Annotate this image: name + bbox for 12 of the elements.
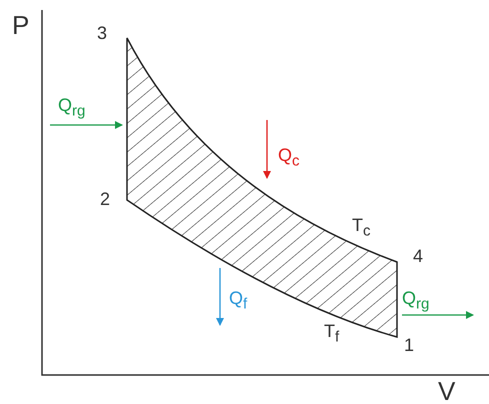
temperature-label: T$_{f}$ [324, 322, 340, 345]
point-number: 4 [413, 247, 424, 265]
axis-label: P [12, 12, 30, 38]
point-number: 2 [100, 190, 110, 208]
heat-label: Q$_{rg}$ [402, 289, 430, 312]
heat-label: Q$_{rg}$ [58, 96, 86, 119]
axis-label: V [438, 378, 456, 404]
temperature-label: T$_{c}$ [352, 216, 370, 239]
heat-label: Q$_{f}$ [229, 289, 248, 312]
point-number: 1 [404, 336, 414, 354]
heat-label: Q$_{c}$ [278, 146, 300, 169]
point-number: 3 [97, 24, 108, 42]
